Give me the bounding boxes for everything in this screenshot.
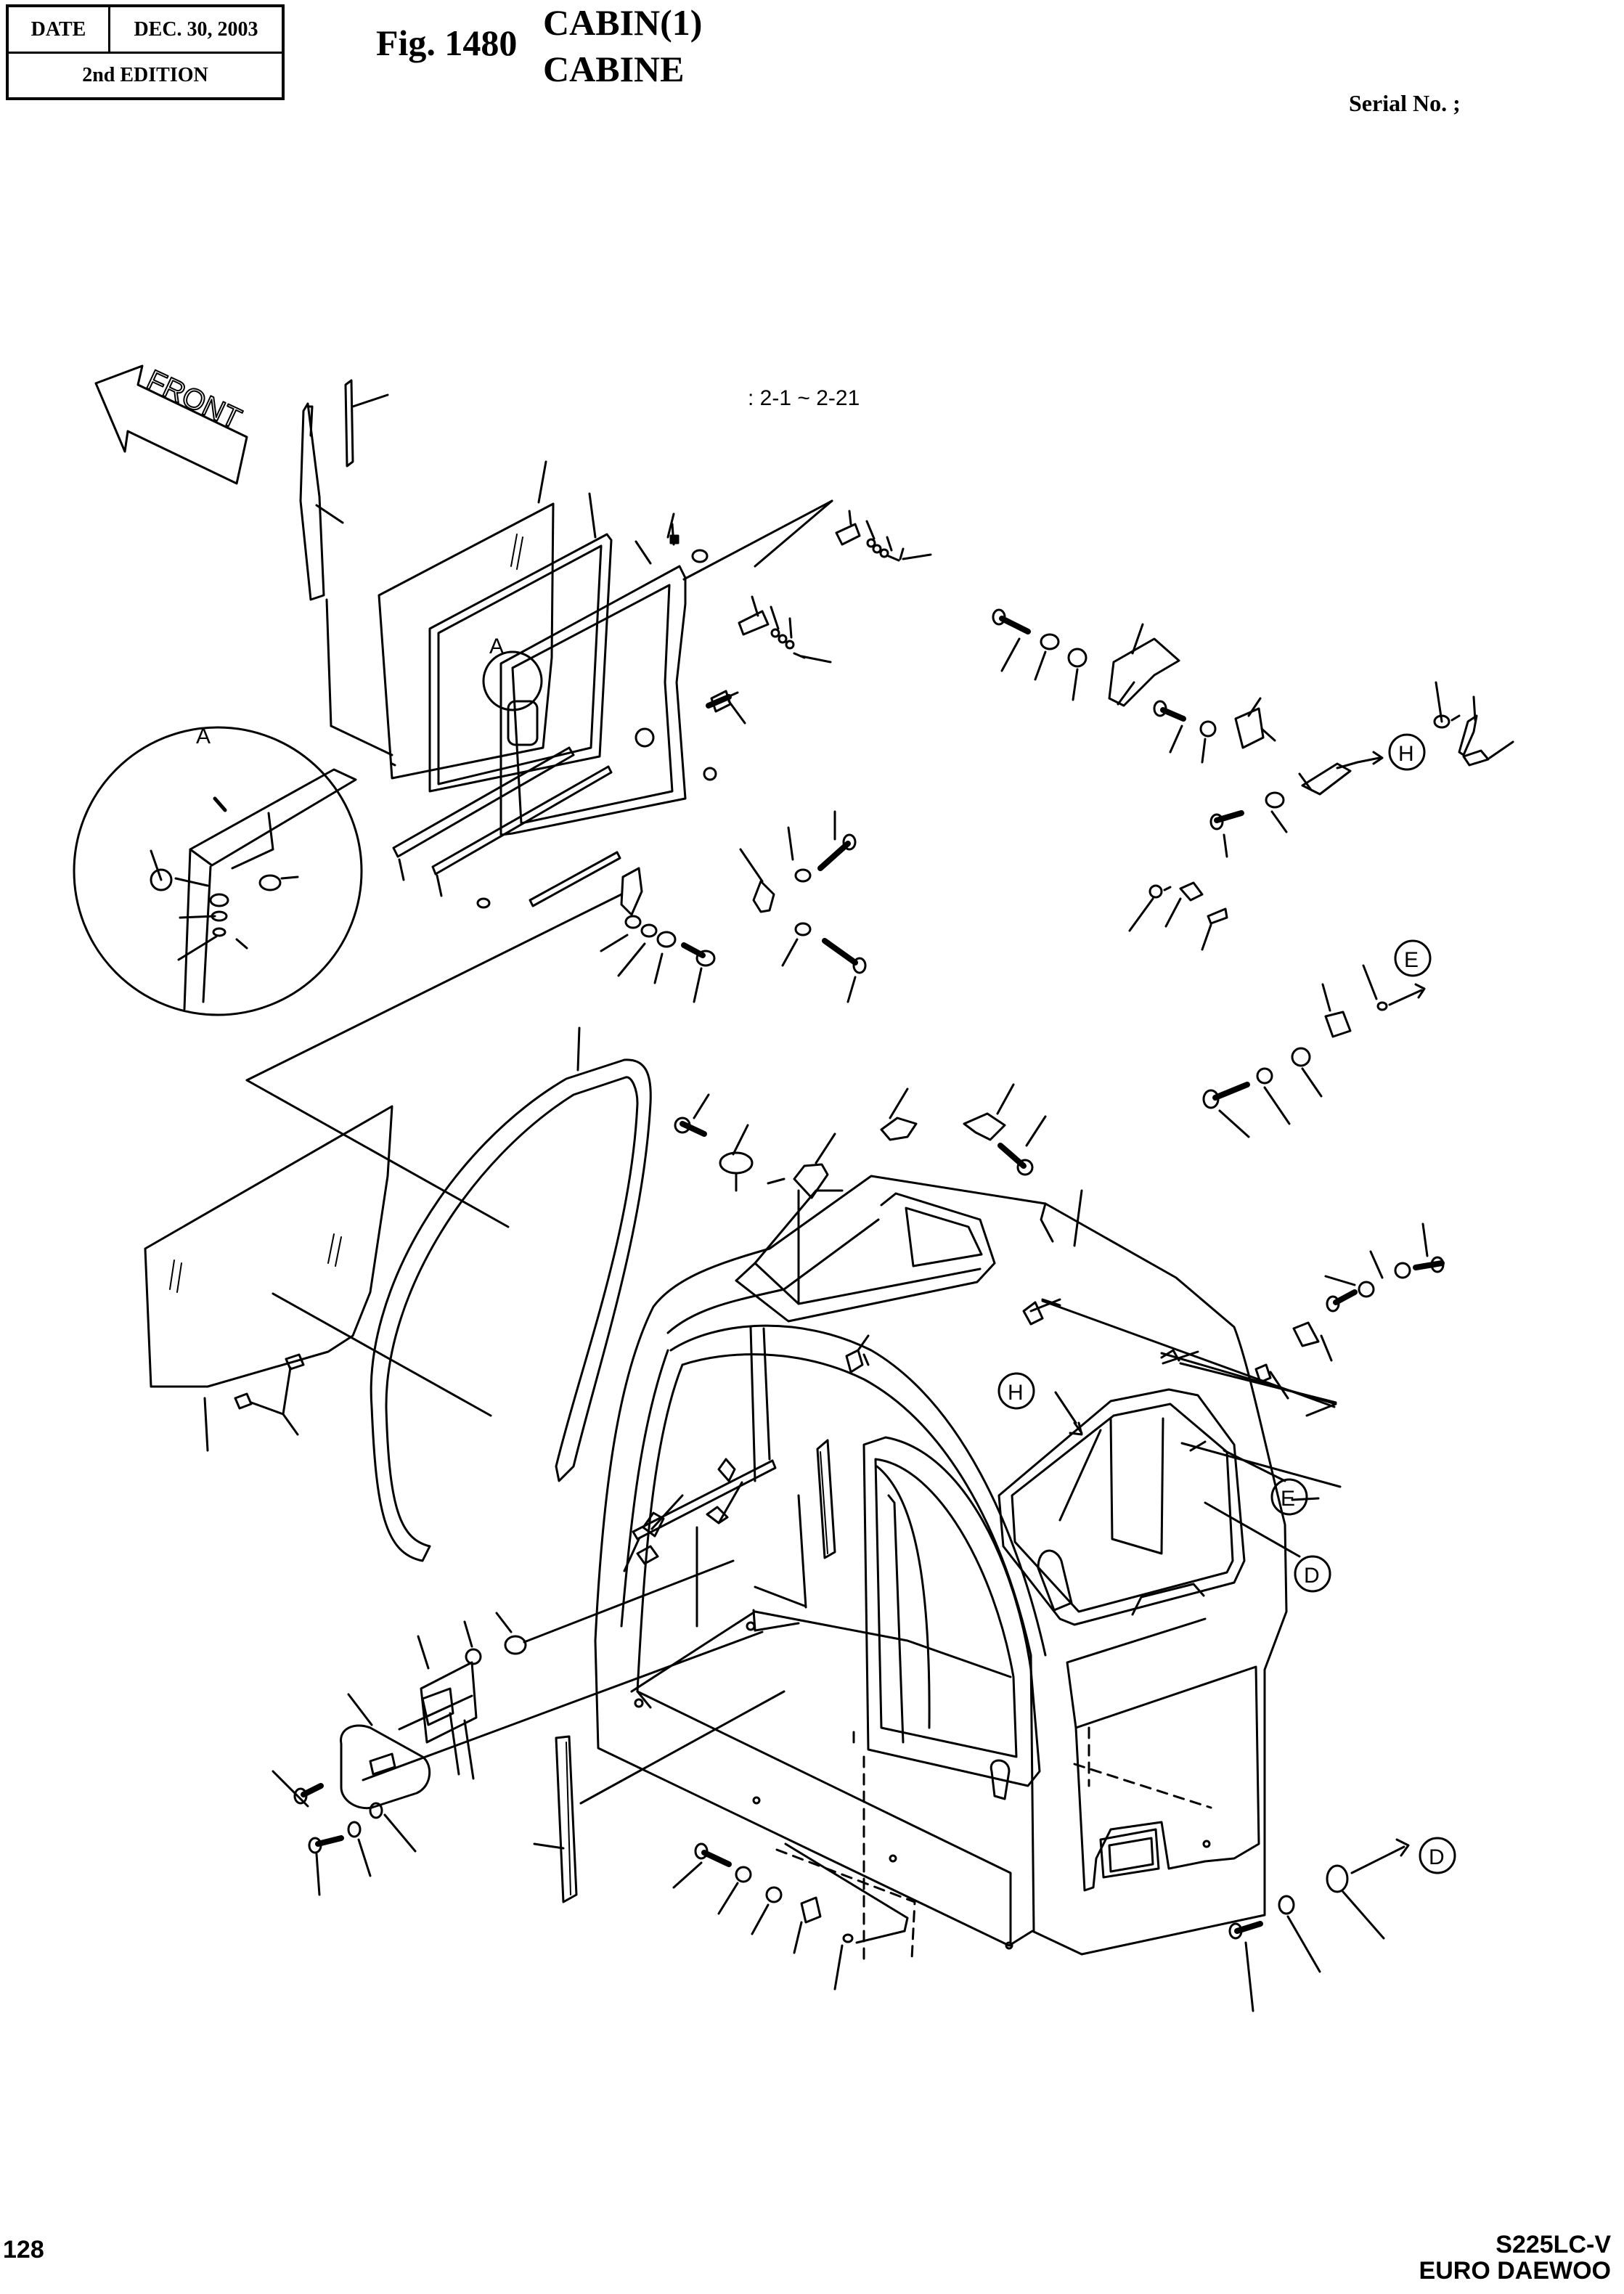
callout-e-lower	[1270, 1478, 1308, 1516]
detail-a-view: A	[73, 724, 363, 1016]
upper-window-seal	[428, 492, 613, 793]
callout-d-lower-label: D	[1429, 1845, 1445, 1869]
date-value: DEC. 30, 2003	[134, 17, 258, 41]
d-fastener-parts: D	[1228, 1837, 1456, 2012]
callout-h-upper-label: H	[1398, 742, 1414, 766]
front-label: FRONT	[142, 364, 245, 436]
striker-parts: H	[1209, 733, 1426, 858]
callout-h-lower	[997, 1372, 1035, 1410]
upper-window-frame	[499, 513, 687, 836]
title-english: CABIN(1)	[543, 2, 703, 43]
latch-bracket-upper	[835, 510, 932, 562]
upper-frame-hardware	[476, 499, 833, 909]
lower-rails	[392, 746, 621, 907]
handle-mount-parts	[739, 810, 867, 1003]
date-box: DATE DEC. 30, 2003 2nd EDITION	[6, 4, 285, 100]
page-number: 128	[3, 2236, 44, 2264]
latch-bracket-middle	[738, 595, 832, 664]
upper-front-glass	[378, 460, 555, 780]
door-seal	[245, 893, 652, 1562]
callout-e-lower-label: E	[1281, 1487, 1295, 1511]
callout-d-upper-label: D	[1304, 1564, 1320, 1588]
callout-e-upper	[1394, 939, 1432, 977]
callout-d-upper	[1294, 1555, 1331, 1593]
callout-h-lower-label: H	[1008, 1381, 1024, 1405]
frame-lock-assembly	[600, 867, 716, 1003]
middle-clip-parts	[1128, 881, 1228, 951]
door-hinge-parts	[992, 608, 1180, 707]
callout-h-upper	[1388, 733, 1426, 771]
figure-number: Fig. 1480	[376, 23, 518, 63]
brand-name: EURO DAEWOO	[1419, 2257, 1611, 2285]
edition-label: 2nd EDITION	[82, 64, 208, 86]
wiper-blade	[344, 379, 389, 468]
lower-door-rail	[533, 1690, 786, 1903]
glass-pin	[391, 762, 396, 767]
model-info: S225LC-V EURO DAEWOO	[1419, 2232, 1611, 2284]
right-clip-parts	[1433, 681, 1514, 767]
wiper-leader	[325, 598, 332, 727]
connector-e-parts: E	[1202, 939, 1432, 1138]
roof-bolt-parts	[674, 1083, 1047, 1199]
wiper-leader-2	[330, 724, 393, 756]
callout-e-upper-label: E	[1404, 948, 1419, 972]
range-note: : 2-1 ~ 2-21	[748, 386, 860, 410]
detail-a-label: A	[196, 724, 211, 748]
date-label: DATE	[9, 7, 110, 52]
door-latch-parts	[1153, 697, 1276, 764]
front-arrow: FRONT	[94, 364, 248, 485]
serial-number: Serial No. ;	[1349, 90, 1461, 116]
detail-ring-a-label: A	[489, 634, 504, 658]
callout-d-lower	[1419, 1837, 1456, 1874]
lower-bolt-parts	[672, 1842, 909, 1991]
switch-panel-parts	[272, 1559, 764, 1896]
wiper-arm	[299, 402, 344, 601]
frame-side-bolt	[706, 694, 746, 724]
cabin-body	[594, 1175, 1288, 1962]
right-side-markers: H E D	[997, 1222, 1445, 1593]
model-name: S225LC-V	[1496, 2231, 1611, 2258]
title-french: CABINE	[543, 49, 685, 89]
date-row: DATE DEC. 30, 2003	[9, 7, 282, 54]
lower-front-glass	[144, 1105, 492, 1452]
detail-ring-a	[482, 650, 543, 711]
